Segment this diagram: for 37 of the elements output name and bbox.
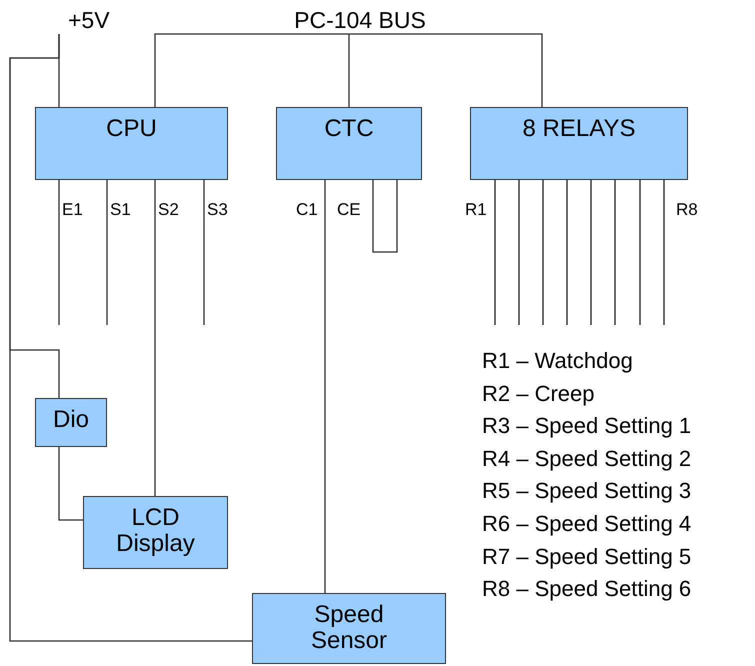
module-name: Speed Sensor (310, 602, 388, 654)
relay-key-entry: R4 – Speed Setting 2 (482, 446, 692, 472)
relay-key-entry: R5 – Speed Setting 3 (482, 478, 692, 504)
connector-line (154, 180, 156, 496)
relay-key-entry: R8 – Speed Setting 6 (482, 576, 692, 602)
module-box (35, 107, 228, 180)
module-name: CTC (324, 116, 374, 142)
pin-label: R8 (676, 200, 698, 220)
module-box (252, 593, 446, 664)
pin-label: R1 (465, 200, 487, 220)
connector-line (9, 34, 252, 642)
module-box (276, 107, 422, 180)
pin-label: S2 (158, 200, 179, 220)
module-name: +5V (68, 8, 110, 32)
connector-line (58, 447, 83, 521)
relay-key-entry: R1 – Watchdog (482, 348, 633, 374)
module-name: 8 RELAYS (522, 116, 636, 142)
module-box (470, 107, 688, 180)
module-box (83, 496, 228, 569)
relay-key-entry: R7 – Speed Setting 5 (482, 544, 692, 570)
connector-line (154, 33, 349, 107)
relay-key-entry: R6 – Speed Setting 4 (482, 511, 692, 537)
module-name: PC-104 BUS (294, 8, 426, 32)
module-name: LCD Display (115, 505, 196, 557)
pin-label: E1 (62, 200, 83, 220)
pin-label: S3 (207, 200, 228, 220)
connector-line (348, 34, 350, 107)
connector-line (324, 180, 326, 593)
connector-line (349, 33, 543, 107)
module-box (35, 398, 107, 447)
relay-key-entry: R2 – Creep (482, 380, 595, 407)
relay-key-entry: R3 – Speed Setting 1 (482, 413, 692, 440)
pin-label: C1 (296, 200, 318, 220)
module-name: CPU (106, 116, 157, 142)
module-name: Dio (52, 407, 89, 433)
pin-label: S1 (110, 200, 131, 220)
pin-label: CE (337, 200, 361, 220)
